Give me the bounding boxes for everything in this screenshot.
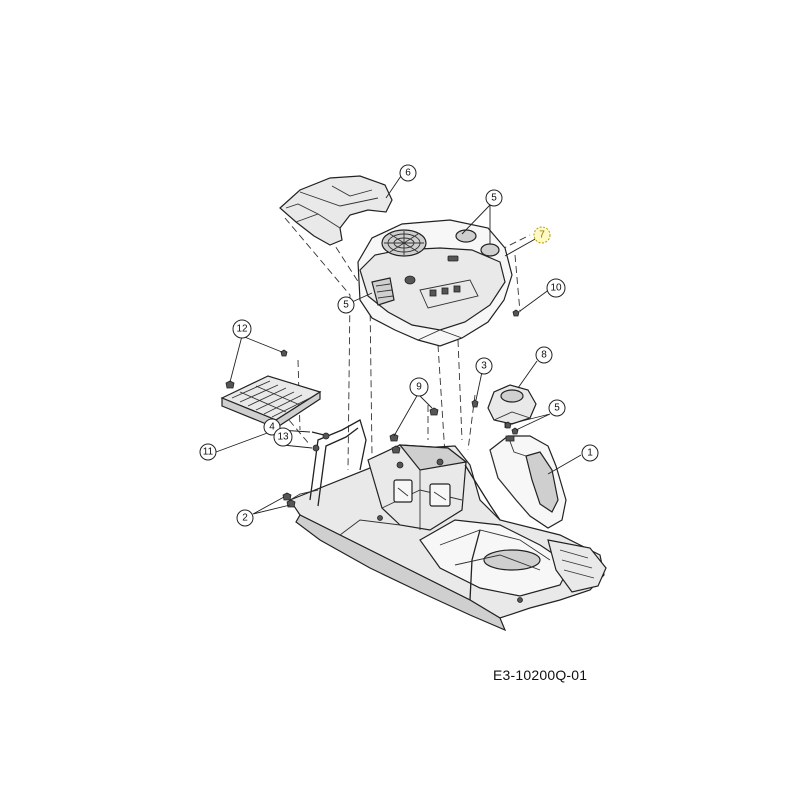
callout-13: 13: [273, 427, 293, 447]
part-7-hood: [357, 219, 513, 347]
callout-12: 12: [232, 319, 252, 339]
svg-text:4: 4: [269, 422, 275, 433]
callout-6: 6: [399, 164, 417, 182]
assembly-guide-lines: [267, 217, 531, 471]
callout-5-console: 5: [548, 399, 566, 417]
svg-text:11: 11: [203, 447, 214, 458]
callout-11: 9: [409, 377, 429, 397]
part-1-fender: [489, 435, 567, 529]
svg-text:9: 9: [416, 382, 422, 393]
svg-text:3: 3: [481, 361, 487, 372]
svg-text:12: 12: [236, 324, 248, 335]
callout-8: 8: [535, 346, 553, 364]
svg-text:5: 5: [554, 403, 560, 414]
part-9-floor-plate: [220, 375, 322, 430]
svg-text:13: 13: [277, 432, 289, 443]
callout-9: 11: [199, 443, 217, 461]
svg-text:1: 1: [587, 448, 593, 459]
svg-text:7: 7: [539, 230, 545, 241]
svg-text:5: 5: [343, 300, 349, 311]
part-6-rear-cover: [279, 175, 393, 246]
callout-5-hood-left: 5: [337, 296, 355, 314]
svg-text:8: 8: [541, 350, 547, 361]
callout-2: 2: [236, 509, 254, 527]
callout-3: 3: [475, 357, 493, 375]
callout-1: 1: [581, 444, 599, 462]
svg-text:5: 5: [491, 193, 497, 204]
drawing-code: E3-10200Q-01: [493, 667, 588, 683]
callout-5-hood-top: 5: [485, 189, 503, 207]
part-8-console-cover: [487, 384, 537, 425]
svg-text:2: 2: [242, 513, 248, 524]
chassis-frame: [289, 419, 607, 632]
callout-10: 10: [546, 278, 566, 298]
callout-7-highlighted[interactable]: 7: [533, 226, 551, 244]
svg-text:6: 6: [405, 168, 411, 179]
svg-text:10: 10: [550, 283, 562, 294]
